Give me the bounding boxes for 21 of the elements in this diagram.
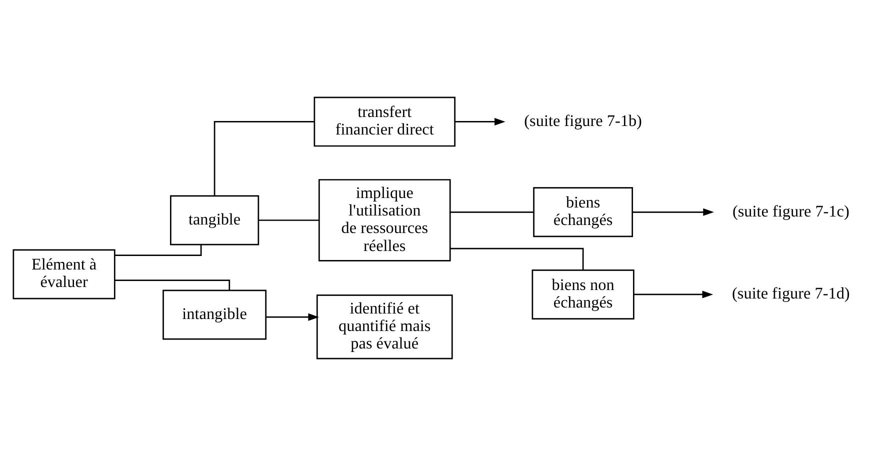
node-box: intangible: [162, 290, 267, 340]
node-box: Elément à évaluer: [12, 249, 116, 300]
node-text: (suite figure 7-1c): [732, 202, 850, 220]
node-text: (suite figure 7-1d): [732, 284, 850, 303]
node-box: implique l'utilisation de ressources réelles: [318, 179, 451, 262]
node-text: (suite figure 7-1b): [524, 112, 642, 130]
arrow: [455, 118, 506, 126]
node-box: biens non échangés: [532, 270, 634, 320]
connector: [450, 248, 584, 270]
arrow: [634, 290, 714, 298]
connector: [450, 211, 534, 213]
arrow: [632, 208, 714, 216]
connector: [114, 244, 202, 256]
connector: [258, 220, 319, 221]
node-box: identifié et quantifié mais pas évalué: [316, 294, 453, 360]
node-box: tangible: [170, 195, 260, 246]
node-box: biens échangés: [533, 187, 633, 238]
connector: [214, 121, 314, 196]
node-box: transfert financier direct: [314, 96, 456, 147]
arrow: [266, 313, 320, 321]
connector: [115, 280, 230, 290]
